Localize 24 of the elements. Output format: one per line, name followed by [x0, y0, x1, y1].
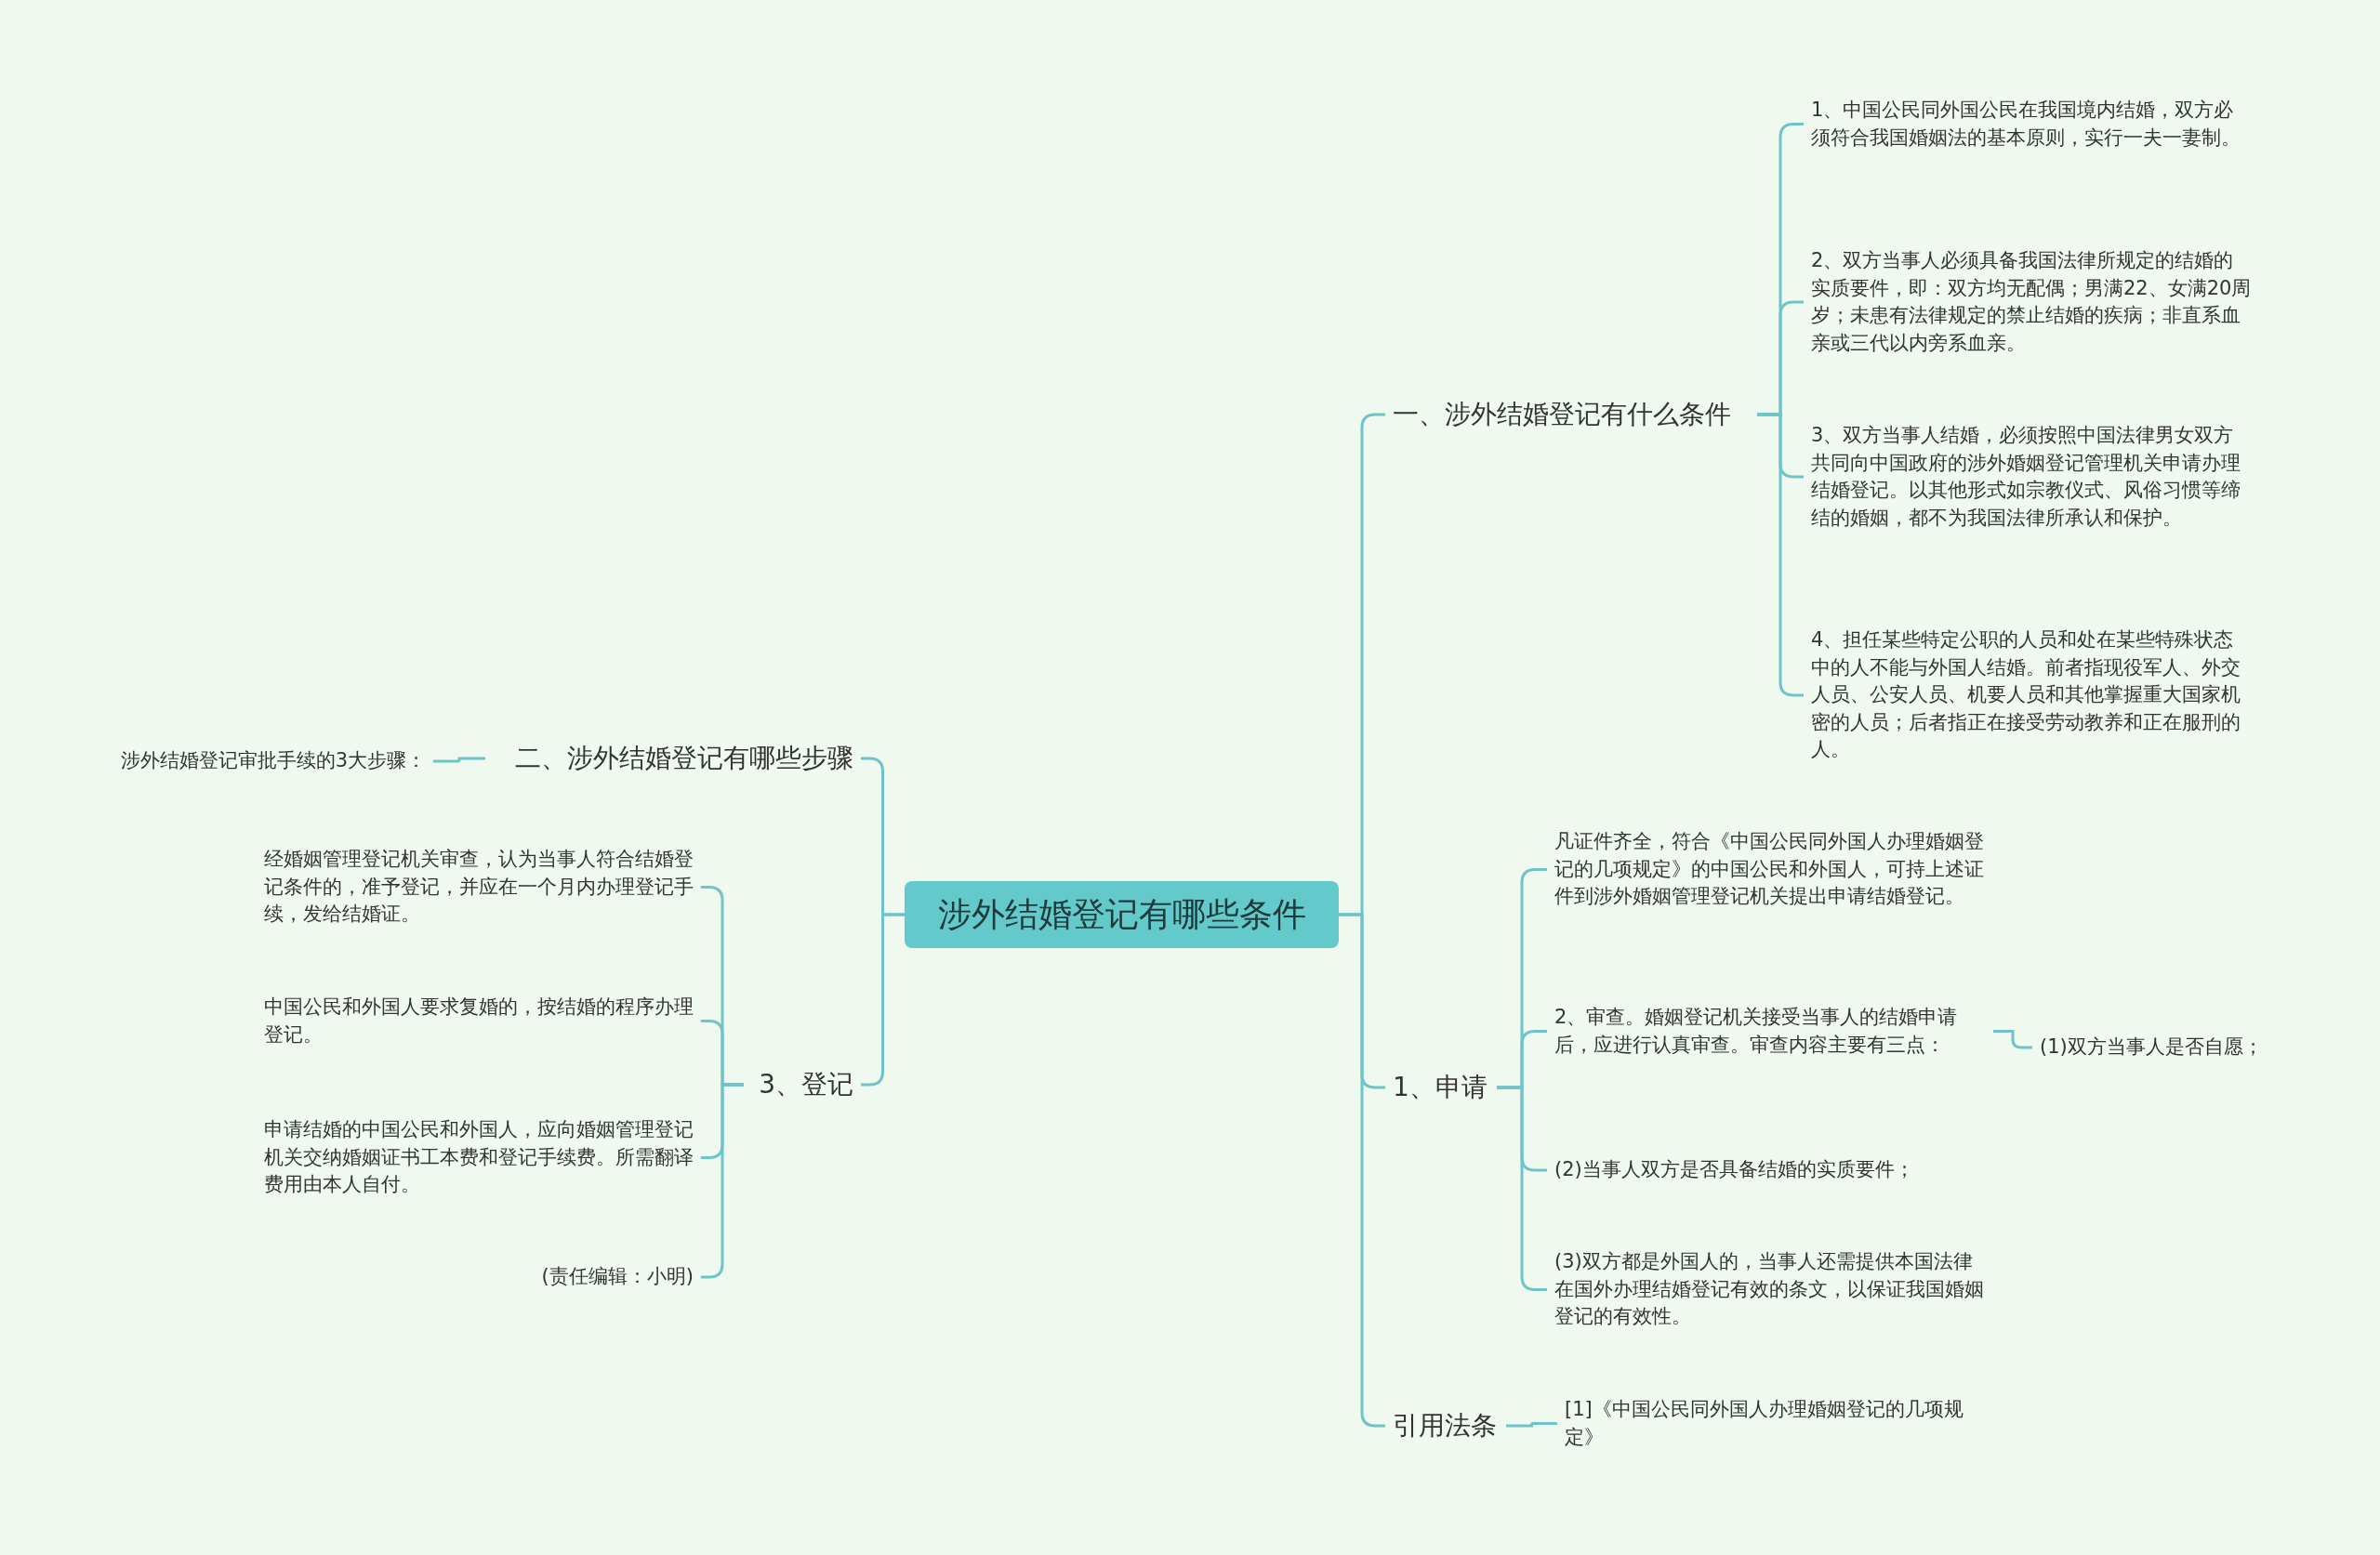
branch-topic: 二、涉外结婚登记有哪些步骤: [514, 742, 853, 775]
leaf-note: 申请结婚的中国公民和外国人，应向婚姻管理登记机关交纳婚姻证书工本费和登记手续费。所需翻译费用由本人自付。: [264, 1117, 694, 1197]
branch-topic: 一、涉外结婚登记有什么条件: [1393, 398, 1732, 431]
leaf-note: (责任编辑：小明): [540, 1264, 694, 1289]
leaf-note: 凡证件齐全，符合《中国公民同外国人办理婚姻登记的几项规定》的中国公民和外国人，可持上述证件到涉外婚姻管理登记机关提出申请结婚登记。: [1554, 829, 1985, 909]
connector-line: [433, 757, 485, 763]
root-topic-box: 涉外结婚登记有哪些条件: [905, 881, 1339, 948]
leaf-note: (3)双方都是外国人的，当事人还需提供本国法律在国外办理结婚登记有效的条文，以保证我国婚姻登记的有效性。: [1554, 1249, 1985, 1329]
leaf-note: 中国公民和外国人要求复婚的，按结婚的程序办理登记。: [264, 995, 694, 1048]
leaf-note: 经婚姻管理登记机关审查，认为当事人符合结婚登记条件的，准予登记，并应在一个月内办理登记手续，发给结婚证。: [264, 847, 694, 927]
branch-topic: 3、登记: [758, 1068, 853, 1101]
branch-topic: 引用法条: [1393, 1409, 1498, 1443]
leaf-note: [1]《中国公民同外国人办理婚姻登记的几项规定》: [1565, 1397, 1964, 1450]
leaf-note: 3、双方当事人结婚，必须按照中国法律男女双方共同向中国政府的涉外婚姻登记管理机关申请办理结婚登记。以其他形式如宗教仪式、风俗习惯等缔结的婚姻，都不为我国法律所承认和保护。: [1811, 423, 2241, 531]
leaf-note: (2)当事人双方是否具备结婚的实质要件；: [1554, 1157, 1915, 1182]
leaf-note: 4、担任某些特定公职的人员和处在某些特殊状态中的人不能与外国人结婚。前者指现役军人、外交人员、公安人员、机要人员和其他掌握重大国家机密的人员；后者指正在接受劳动教养和正在服刑的人。: [1811, 627, 2241, 762]
branch-topic: 1、申请: [1393, 1071, 1488, 1104]
leaf-note: 2、双方当事人必须具备我国法律所规定的结婚的实质要件，即：双方均无配偶；男满22、女满20周岁；未患有法律规定的禁止结婚的疾病；非直系血亲或三代以内旁系血亲。: [1811, 248, 2252, 356]
leaf-note: 1、中国公民同外国公民在我国境内结婚，双方必须符合我国婚姻法的基本原则，实行一夫一妻制。: [1811, 98, 2241, 151]
connector-line: [1506, 1422, 1557, 1428]
leaf-note: 2、审查。婚姻登记机关接受当事人的结婚申请后，应进行认真审查。审查内容主要有三点：: [1554, 1005, 1959, 1058]
connector-line: [1993, 1030, 2032, 1049]
leaf-note: (1)双方当事人是否自愿；: [2040, 1034, 2264, 1060]
leaf-note: 涉外结婚登记审批手续的3大步骤：: [119, 748, 426, 773]
